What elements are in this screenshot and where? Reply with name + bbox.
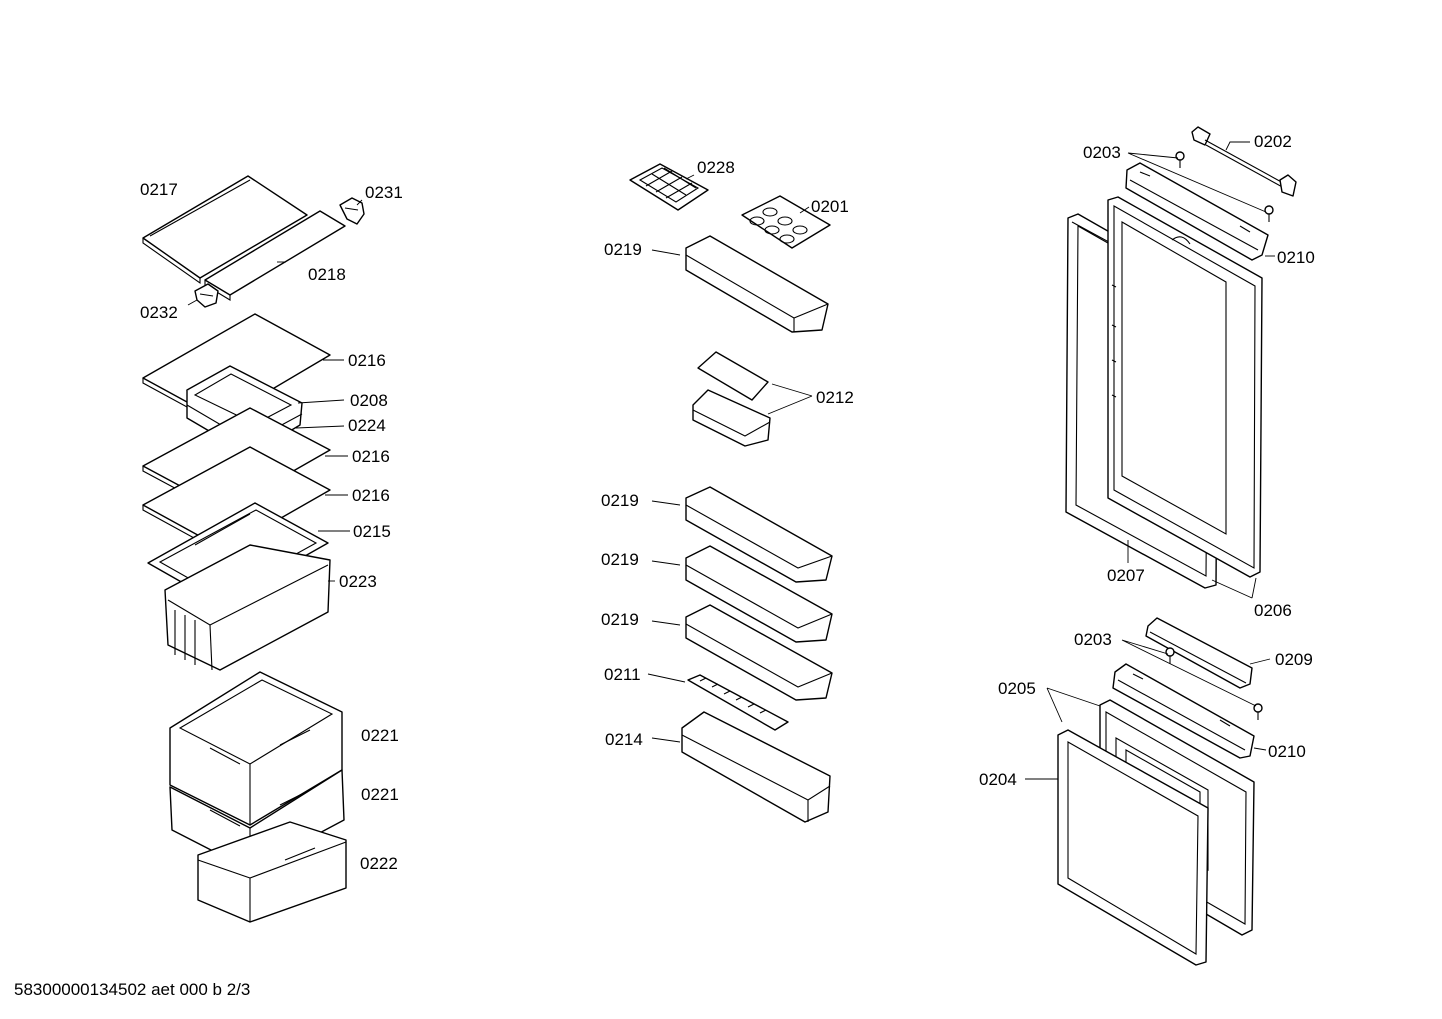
- left-column-parts: [142, 175, 365, 923]
- label-0224: 0224: [348, 416, 386, 435]
- label-0214: 0214: [605, 730, 643, 749]
- document-code: 58300000134502 aet 000 b 2/3: [14, 980, 251, 999]
- part-0202-rod: [1191, 126, 1297, 197]
- label-0201: 0201: [811, 197, 849, 216]
- label-0212: 0212: [816, 388, 854, 407]
- part-0211-bottle-rack: [687, 674, 789, 731]
- label-0210-a: 0210: [1277, 248, 1315, 267]
- label-0205: 0205: [998, 679, 1036, 698]
- part-0217-glass-shelf: [142, 175, 308, 285]
- part-labels: 0217 0231 0218 0232 0216 0208 0224 0216 …: [140, 132, 1315, 873]
- part-0222-drawer: [197, 821, 347, 923]
- part-0209-cover: [1145, 617, 1253, 689]
- label-0203-a: 0203: [1083, 143, 1121, 162]
- part-0219-door-bin-1: [685, 235, 829, 333]
- label-0207: 0207: [1107, 566, 1145, 585]
- label-0222: 0222: [360, 854, 398, 873]
- label-0208: 0208: [350, 391, 388, 410]
- part-0203-screw-lower-1: [1165, 647, 1175, 664]
- label-0218: 0218: [308, 265, 346, 284]
- leader-lines: [187, 141, 1275, 780]
- right-column-parts: [1057, 126, 1297, 966]
- middle-column-parts: [629, 163, 833, 823]
- label-0211: 0211: [604, 665, 641, 684]
- part-0206-door-liner: [1107, 196, 1263, 578]
- label-0219-a: 0219: [604, 240, 642, 259]
- label-0219-b: 0219: [601, 491, 639, 510]
- label-0202: 0202: [1254, 132, 1292, 151]
- part-0210-hinge-plate-lower: [1112, 663, 1255, 759]
- label-0216-c: 0216: [352, 486, 390, 505]
- label-0216-a: 0216: [348, 351, 386, 370]
- part-0212-butter-dish: [692, 351, 771, 447]
- label-0203-b: 0203: [1074, 630, 1112, 649]
- part-0219-door-bin-4: [685, 604, 833, 701]
- label-0221-b: 0221: [361, 785, 399, 804]
- label-0216-b: 0216: [352, 447, 390, 466]
- label-0219-d: 0219: [601, 610, 639, 629]
- label-0215: 0215: [353, 522, 391, 541]
- part-0201-egg-tray: [741, 195, 831, 249]
- part-0232-bracket: [194, 283, 219, 308]
- label-0217: 0217: [140, 180, 178, 199]
- label-0209: 0209: [1275, 650, 1313, 669]
- label-0219-c: 0219: [601, 550, 639, 569]
- part-0228-ice-tray: [629, 163, 709, 211]
- part-0204-lower-door-gasket: [1057, 729, 1209, 966]
- part-0203-screw-upper-1: [1175, 151, 1185, 168]
- part-0219-door-bin-3: [685, 545, 833, 643]
- part-0219-door-bin-2: [685, 486, 833, 583]
- label-0210-b: 0210: [1268, 742, 1306, 761]
- label-0228: 0228: [697, 158, 735, 177]
- part-0223-crisper: [164, 544, 331, 671]
- label-0206: 0206: [1254, 601, 1292, 620]
- part-0203-screw-lower-2: [1253, 703, 1263, 720]
- part-0203-screw-upper-2: [1264, 205, 1274, 222]
- label-0204: 0204: [979, 770, 1017, 789]
- label-0221-a: 0221: [361, 726, 399, 745]
- label-0223: 0223: [339, 572, 377, 591]
- label-0231: 0231: [365, 183, 403, 202]
- part-0214-bottle-bin: [681, 711, 831, 823]
- part-0210-hinge-plate-upper: [1125, 162, 1269, 261]
- label-0232: 0232: [140, 303, 178, 322]
